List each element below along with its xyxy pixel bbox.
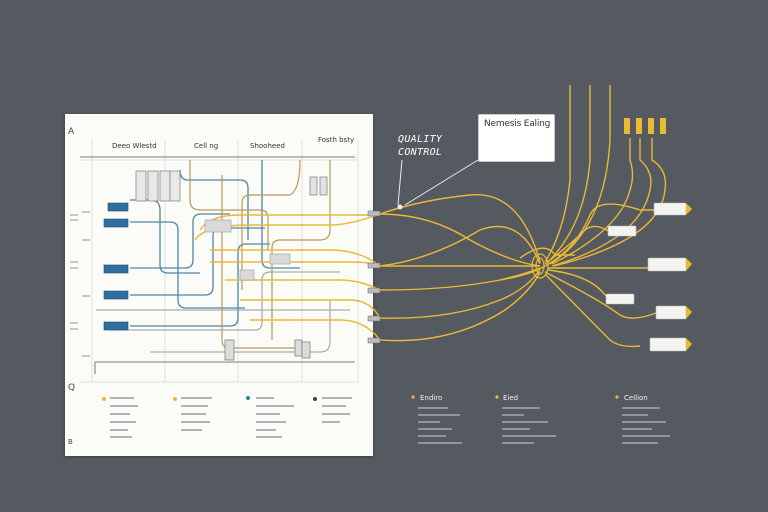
yellow-harness [194, 194, 541, 342]
terminal-icon [224, 339, 311, 361]
side-mark: A [68, 127, 75, 137]
margin-ticks [70, 211, 90, 357]
connector-icon [204, 219, 291, 281]
side-mark: B [68, 438, 73, 446]
relay-icon [309, 176, 328, 196]
schematic-panel [65, 114, 373, 456]
panel-legend-lines [110, 397, 352, 438]
connector-icon [624, 118, 692, 351]
pointer-arrow-icon [397, 159, 479, 206]
panel-header: Shooheed [250, 142, 285, 150]
callout-title: Nemesis Ealing [484, 119, 551, 129]
panel-header: Fosth bsty [318, 136, 355, 144]
panel-header: Cell ng [194, 142, 219, 150]
legend-header: Cellion [624, 394, 648, 402]
side-mark: Q [68, 383, 75, 393]
quality-control-label: QUALITY CONTROL [398, 133, 458, 159]
pointer-arrow-icon [397, 204, 403, 210]
legend-header: Eied [503, 394, 519, 402]
relay-icon [135, 170, 181, 202]
yellow-harness-right [499, 85, 667, 348]
panel-grid [80, 140, 359, 383]
legend-header: Endiro [420, 394, 443, 402]
legend-bullets [102, 395, 619, 401]
quality-control-line: QUALITY [398, 134, 443, 145]
gray-wires [96, 271, 350, 353]
bundle-knot [531, 253, 549, 279]
quality-control-line: CONTROL [398, 147, 443, 158]
connector-icon [103, 202, 129, 331]
right-legend-lines [418, 407, 670, 444]
panel-header-rules [80, 156, 355, 374]
callout-box [478, 114, 555, 162]
connector-icon [367, 210, 381, 344]
panel-header: Deeo Wlestd [112, 142, 157, 150]
